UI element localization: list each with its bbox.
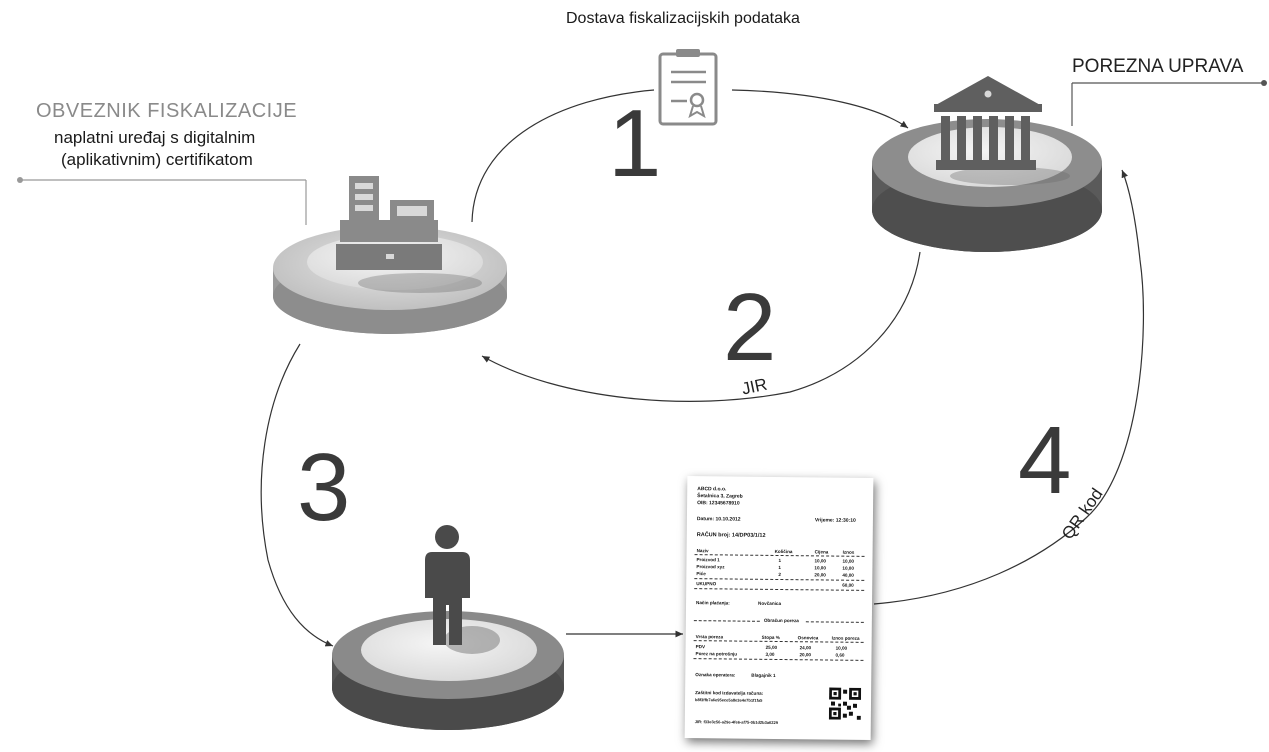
arrow-step-1: [471, 89, 655, 223]
taxpayer-description-line-2: (aplikativnim) certifikatom: [61, 150, 253, 169]
receipt-item-qty: 2: [778, 571, 781, 578]
customer-platform: [332, 611, 564, 730]
receipt-tax-cell: PDV: [695, 644, 706, 650]
certificate-icon: [658, 49, 718, 126]
receipt-col-header: Naziv: [696, 548, 709, 554]
receipt-address: Šetalnica 3, Zagreb: [697, 493, 743, 500]
bank-building-icon: [934, 76, 1070, 185]
receipt-item-price: 10,00: [814, 558, 827, 564]
receipt-tax-header: Stopa %: [761, 634, 780, 641]
tax-authority-platform: [872, 119, 1102, 252]
tax-authority-leader-line: [1071, 80, 1267, 126]
receipt-col-header: Iznos: [842, 549, 855, 555]
receipt-total-value: 60,00: [842, 582, 854, 588]
step-number-1: 1: [608, 90, 662, 197]
receipt-company: ABCD d.o.o.: [697, 486, 727, 493]
step-number-2: 2: [723, 274, 777, 381]
receipt-total-label: UKUPNO: [696, 581, 717, 587]
arrow-step-1-head: [731, 89, 909, 129]
receipt-tax-header: Vrsta poreza: [695, 634, 724, 640]
cash-register-icon: [336, 176, 482, 293]
receipt-tax-cell: 10,00: [835, 645, 848, 651]
receipt-tax-cell: 3,00: [765, 651, 775, 657]
receipt-tax-header: Iznos poreza: [831, 635, 860, 641]
receipt-tax-cell: 25,00: [765, 644, 778, 650]
receipt-operator-label: Oznaka operatera:: [695, 672, 736, 678]
receipt-zki-value: b8f3ffb7a6e95ece5a8e3e4e7b1f1fa5: [695, 697, 763, 703]
arrow-step-2: [481, 251, 921, 402]
taxpayer-title: OBVEZNIK FISKALIZACIJE: [36, 100, 298, 122]
receipt-tax-cell: 24,00: [799, 645, 812, 651]
receipt-tax-cell: 20,00: [799, 652, 812, 658]
receipt-operator-value: Blagajnik 1: [751, 672, 776, 678]
step-number-4: 4: [1018, 407, 1072, 514]
receipt-tax-cell: 0,60: [835, 652, 845, 658]
receipt-col-header: Količina: [774, 548, 793, 555]
receipt-tax-section: Obračun poreza: [763, 617, 799, 624]
step-number-3: 3: [297, 434, 351, 541]
receipt-oib: OIB: 12345678910: [697, 500, 740, 507]
taxpayer-description-line-1: naplatni uređaj s digitalnim: [54, 128, 256, 147]
receipt-item-price: 10,00: [814, 565, 826, 571]
qr-code-icon: [828, 687, 862, 720]
tax-authority-label: POREZNA UPRAVA: [1072, 56, 1244, 77]
arrow-step-3: [260, 343, 334, 647]
receipt-item-amount: 40,00: [842, 572, 854, 578]
receipt-tax-cell: Porez na potrošnju: [695, 651, 738, 657]
receipt-item-qty: 1: [778, 557, 782, 564]
receipt-payment-label: Način plaćanja:: [696, 600, 730, 606]
receipt-time: Vrijeme: 12:30:10: [814, 517, 856, 524]
receipt-item-name: Piće: [696, 571, 706, 577]
receipt-item-qty: 1: [778, 564, 782, 571]
taxpayer-leader-line: [17, 177, 307, 225]
data-delivery-label: Dostava fiskalizacijskih podataka: [566, 10, 800, 27]
receipt-item-name: Proizvod 1: [696, 557, 720, 563]
receipt-item-amount: 10,00: [842, 558, 855, 564]
receipt-zki-label: Zaštitni kod izdavatelja računa:: [695, 690, 764, 696]
person-icon: [425, 525, 500, 654]
arrow-step-4: [873, 169, 1145, 605]
receipt-col-header: Cijena: [814, 549, 829, 555]
receipt-date: Datum: 10.10.2012: [696, 516, 741, 523]
receipt-number: RAČUN broj: 14/DP03/1/12: [696, 532, 766, 539]
receipt: ABCD d.o.o. Šetalnica 3, Zagreb OIB: 123…: [684, 476, 874, 740]
receipt-tax-header: Osnovica: [797, 635, 819, 641]
receipt-payment-value: Novčanica: [758, 600, 782, 607]
receipt-jir-value: JIR: f33e3c56-a29e-4fe6-af75-0b1d2b3a622…: [694, 719, 778, 725]
receipt-item-price: 20,00: [814, 572, 826, 578]
receipt-item-name: Proizvod xyz: [696, 564, 725, 570]
receipt-item-amount: 10,00: [842, 565, 854, 571]
